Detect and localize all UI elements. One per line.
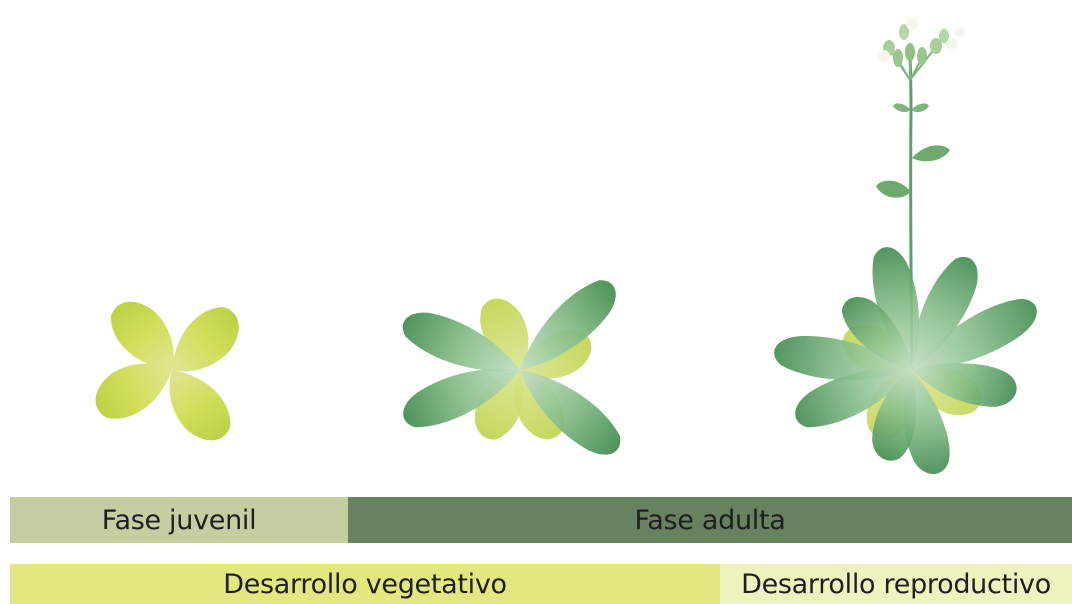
flower-bud <box>893 49 903 67</box>
juvenile-phase-bar: Fase juvenil <box>10 497 348 543</box>
adult-vegetative-plant <box>396 271 629 467</box>
stem-leaf <box>876 181 911 198</box>
juvenile-phase-label: Fase juvenil <box>102 505 257 536</box>
reproductive-development-label: Desarrollo reproductivo <box>741 569 1051 600</box>
adult-phase-label: Fase adulta <box>635 505 786 536</box>
flower-bud <box>917 47 927 65</box>
flower <box>878 50 890 62</box>
juvenile-plant <box>86 290 251 452</box>
flower-bud <box>905 43 915 61</box>
reproductive-development-bar: Desarrollo reproductivo <box>720 564 1072 604</box>
stem-leaf <box>911 103 929 112</box>
stem-leaf <box>912 145 950 161</box>
flower <box>906 18 918 30</box>
vegetative-development-label: Desarrollo vegetativo <box>223 569 507 600</box>
flower-cluster <box>878 18 965 80</box>
flower <box>946 38 958 50</box>
reproductive-plant <box>771 18 1045 478</box>
adult-phase-bar: Fase adulta <box>348 497 1072 543</box>
vegetative-development-bar: Desarrollo vegetativo <box>10 564 720 604</box>
flower <box>955 27 965 37</box>
stem-leaf <box>893 103 911 112</box>
